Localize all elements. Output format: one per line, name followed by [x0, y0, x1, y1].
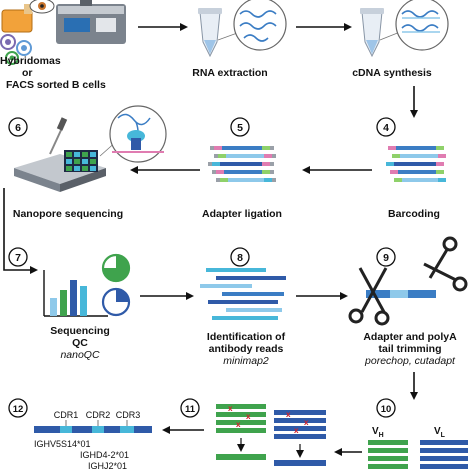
step-8-antibody-read-identification: 8 Identification of antibody reads minim… [200, 247, 286, 367]
step-number-badge [376, 398, 396, 418]
step-7-sequencing-qc: 7 Sequencing QC nanoQC [8, 247, 131, 361]
ighd-gene-label: IGHD4-2*01 [80, 450, 129, 460]
mapped-reads-icon [200, 268, 286, 320]
step-number: 10 [381, 404, 392, 415]
step-2-rna-extraction: RNA extraction [192, 0, 287, 79]
step-number-badge [8, 247, 28, 267]
step-number-badge [230, 117, 250, 137]
identification-label: Identification of [207, 331, 286, 343]
step-number-badge [376, 247, 396, 267]
or-label: or [22, 67, 33, 79]
cdna-magnifier-icon [395, 0, 449, 51]
step-6-nanopore-sequencing: 6 Nanopore sequencing [8, 105, 167, 220]
adapter-ligation-label: Adapter ligation [202, 208, 282, 220]
hybridomas-label: Hybridomas [0, 55, 61, 67]
step-number: 4 [383, 122, 389, 134]
step-number-badge [180, 398, 200, 418]
step-number: 6 [15, 122, 21, 134]
facs-machine-icon [56, 0, 126, 44]
qc-label: QC [72, 337, 88, 349]
rna-extraction-label: RNA extraction [192, 67, 267, 79]
step-5-adapter-ligation: 5 Adapter ligation [202, 117, 282, 220]
step-number-badge [230, 247, 250, 267]
pipette-icon [49, 117, 68, 155]
step-number: 5 [237, 122, 243, 134]
vh-label: VH [372, 426, 384, 439]
step-number: 12 [13, 404, 24, 415]
nanopore-magnifier-icon [99, 105, 167, 163]
error-mark: x [236, 420, 241, 429]
error-mark: x [286, 410, 291, 419]
vh-reads-icon [368, 440, 408, 469]
qc-chart-icon [43, 270, 108, 317]
step-number: 11 [185, 404, 196, 415]
error-mark: x [246, 412, 251, 421]
tube-icon [360, 8, 384, 58]
vl-reads-icon [420, 440, 468, 469]
vl-reads-with-errors-icon: x x x [274, 410, 326, 466]
pie-chart-icon [101, 253, 131, 317]
tube-icon [198, 8, 222, 58]
step-number-badge [376, 117, 396, 137]
adapter-polya-label: Adapter and polyA [363, 331, 457, 343]
step-4-barcoding: 4 Barcoding [376, 117, 446, 220]
cdr2-label: CDR2 [86, 410, 111, 420]
arrow-6-7 [3, 188, 38, 274]
step-number-badge [8, 398, 28, 418]
vl-consensus-read [274, 460, 326, 466]
step-12-annotation: 12 CDR1 CDR2 CDR3 IGHV5S14*01 IGHD4-2*01… [8, 398, 152, 471]
barcoded-reads-icon [386, 146, 446, 182]
error-mark: x [304, 418, 309, 427]
cdr1-label: CDR1 [54, 410, 79, 420]
nanopore-sequencing-label: Nanopore sequencing [13, 208, 123, 220]
antibody-reads-label: antibody reads [209, 343, 284, 355]
scissors-left-icon [348, 267, 390, 326]
minimap2-tool-label: minimap2 [223, 355, 269, 367]
adapter-reads-icon [208, 146, 276, 182]
cells-icon [0, 34, 32, 65]
step-number: 8 [237, 252, 243, 264]
porechop-cutadapt-tool-label: porechop, cutadapt [364, 355, 456, 367]
cell-culture-flask-icon [1, 4, 33, 33]
step-3-cdna-synthesis: cDNA synthesis [352, 0, 449, 79]
annotated-sequence-icon [34, 420, 152, 433]
eye-icon [29, 0, 55, 14]
step-number-badge [8, 117, 28, 137]
vh-consensus-read [216, 454, 266, 460]
rna-magnifier-icon [233, 0, 287, 51]
cdna-synthesis-label: cDNA synthesis [352, 67, 432, 79]
scissors-right-icon [423, 236, 468, 292]
step-11-consensus: 11 x x x x x x [180, 398, 326, 466]
vl-label: VL [434, 426, 446, 439]
read-insert [390, 290, 408, 298]
cdr3-label: CDR3 [116, 410, 141, 420]
ighv-gene-label: IGHV5S14*01 [34, 439, 91, 449]
step-number: 7 [15, 252, 21, 264]
error-mark: x [228, 404, 233, 413]
facs-sorted-label: FACS sorted B cells [6, 79, 106, 91]
minion-sequencer-icon [14, 150, 106, 192]
ighj-gene-label: IGHJ2*01 [88, 461, 127, 471]
barcoding-label: Barcoding [388, 208, 440, 220]
sequencing-label: Sequencing [50, 325, 110, 337]
error-mark: x [294, 426, 299, 435]
step-number: 9 [383, 252, 389, 264]
step-10-vh-vl-separation: 10 VH VL [368, 398, 468, 469]
nanoqc-tool-label: nanoQC [60, 349, 100, 361]
vh-reads-with-errors-icon: x x x [216, 404, 266, 460]
step-9-adapter-polya-trimming: 9 Adapter and polyA tail trimming porech… [348, 236, 468, 367]
step-1-hybridomas-facs: Hybridomas or FACS sorted B cells [0, 0, 126, 91]
tail-trimming-label: tail trimming [378, 343, 441, 355]
